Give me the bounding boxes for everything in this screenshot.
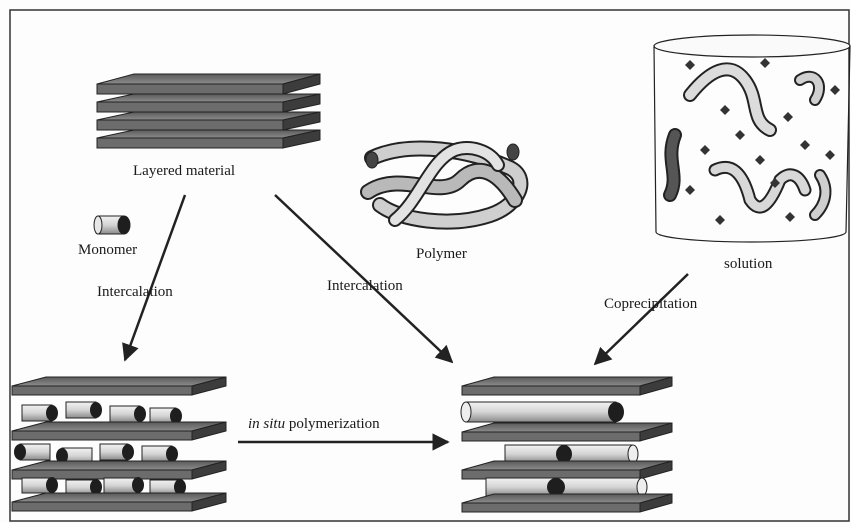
intercalation-left-arrow: [125, 195, 185, 360]
monomer-cylinder: [94, 216, 130, 234]
layered-material-label: Layered material: [133, 163, 235, 179]
in-situ-polymerization-label: in situ polymerization: [248, 416, 380, 432]
in-situ-text: in situ: [248, 416, 285, 432]
layer-slab: [97, 130, 320, 148]
layered-material-stack: [97, 74, 320, 148]
layer-slab: [97, 74, 320, 94]
polymer-chain: [486, 478, 647, 496]
solution-beaker: [654, 35, 850, 242]
coprecipitation-arrow: [595, 274, 688, 364]
layer-slab: [462, 423, 672, 441]
polymer-nanocomposite-stack: [461, 377, 672, 512]
layer-slab: [97, 94, 320, 112]
layer-slab: [462, 494, 672, 512]
monomer-label: Monomer: [78, 242, 137, 258]
monomer-row: [22, 402, 182, 424]
intercalated-monomer-stack: [12, 377, 226, 511]
layer-slab: [97, 112, 320, 130]
monomer-row: [22, 477, 186, 495]
layer-slab: [12, 422, 226, 440]
solution-label: solution: [724, 256, 773, 272]
layer-slab: [12, 461, 226, 479]
polymerization-text: polymerization: [285, 416, 380, 432]
intercalation-center-label: Intercalation: [327, 278, 403, 294]
layer-slab: [462, 377, 672, 395]
polymer-tangle: [366, 144, 520, 222]
coprecipitation-label: Coprecipitation: [604, 296, 698, 312]
polymer-label: Polymer: [416, 246, 467, 262]
layer-slab: [462, 461, 672, 479]
intercalation-left-label: Intercalation: [97, 284, 173, 300]
polymer-chain: [505, 445, 638, 463]
layer-slab: [12, 493, 226, 511]
polymer-chain: [461, 402, 624, 422]
layer-slab: [12, 377, 226, 395]
